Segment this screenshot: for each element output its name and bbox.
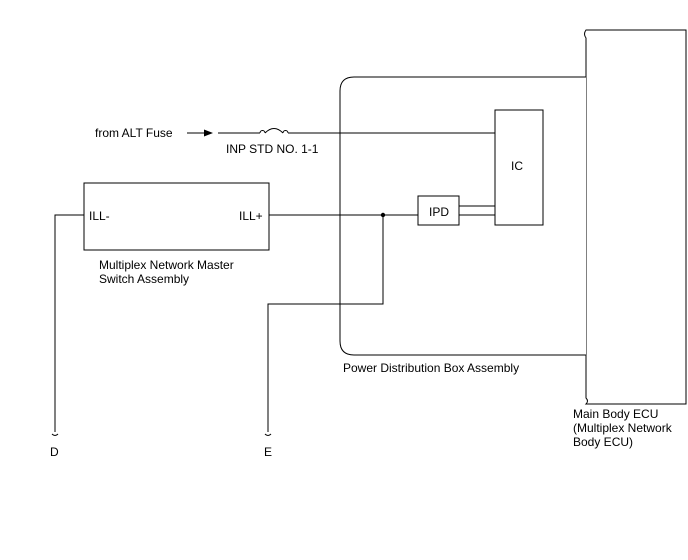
pdb-label: Power Distribution Box Assembly	[343, 361, 519, 375]
ipd-label: IPD	[429, 205, 449, 219]
ecu-label-line2: (Multiplex Network	[573, 421, 673, 435]
terminal-e-end-mark	[264, 433, 272, 436]
ecu-label-line1: Main Body ECU	[573, 407, 658, 421]
branch-to-e-wire	[267, 215, 384, 432]
alt-feed-arrow-head	[204, 129, 213, 137]
terminal-d-label: D	[50, 445, 59, 459]
ill-plus-label: ILL+	[239, 209, 263, 223]
fuse-symbol	[259, 128, 289, 134]
from-alt-fuse-label: from ALT Fuse	[95, 126, 173, 140]
master-switch-box	[83, 182, 270, 251]
terminal-e-label: E	[264, 445, 272, 459]
switch-name-line2: Switch Assembly	[99, 272, 189, 286]
terminal-d-end-mark	[51, 433, 59, 436]
ic-label: IC	[511, 159, 523, 173]
switch-name-line1: Multiplex Network Master	[99, 258, 234, 272]
fuse-name-label: INP STD NO. 1-1	[226, 142, 319, 156]
ic-box	[494, 109, 544, 226]
ill-minus-wire	[54, 214, 84, 432]
ecu-label-line3: Body ECU)	[573, 435, 633, 449]
power-distribution-box	[339, 76, 586, 356]
ill-minus-label: ILL-	[89, 209, 110, 223]
main-body-ecu-block	[584, 29, 687, 405]
ipd-box	[417, 195, 460, 226]
